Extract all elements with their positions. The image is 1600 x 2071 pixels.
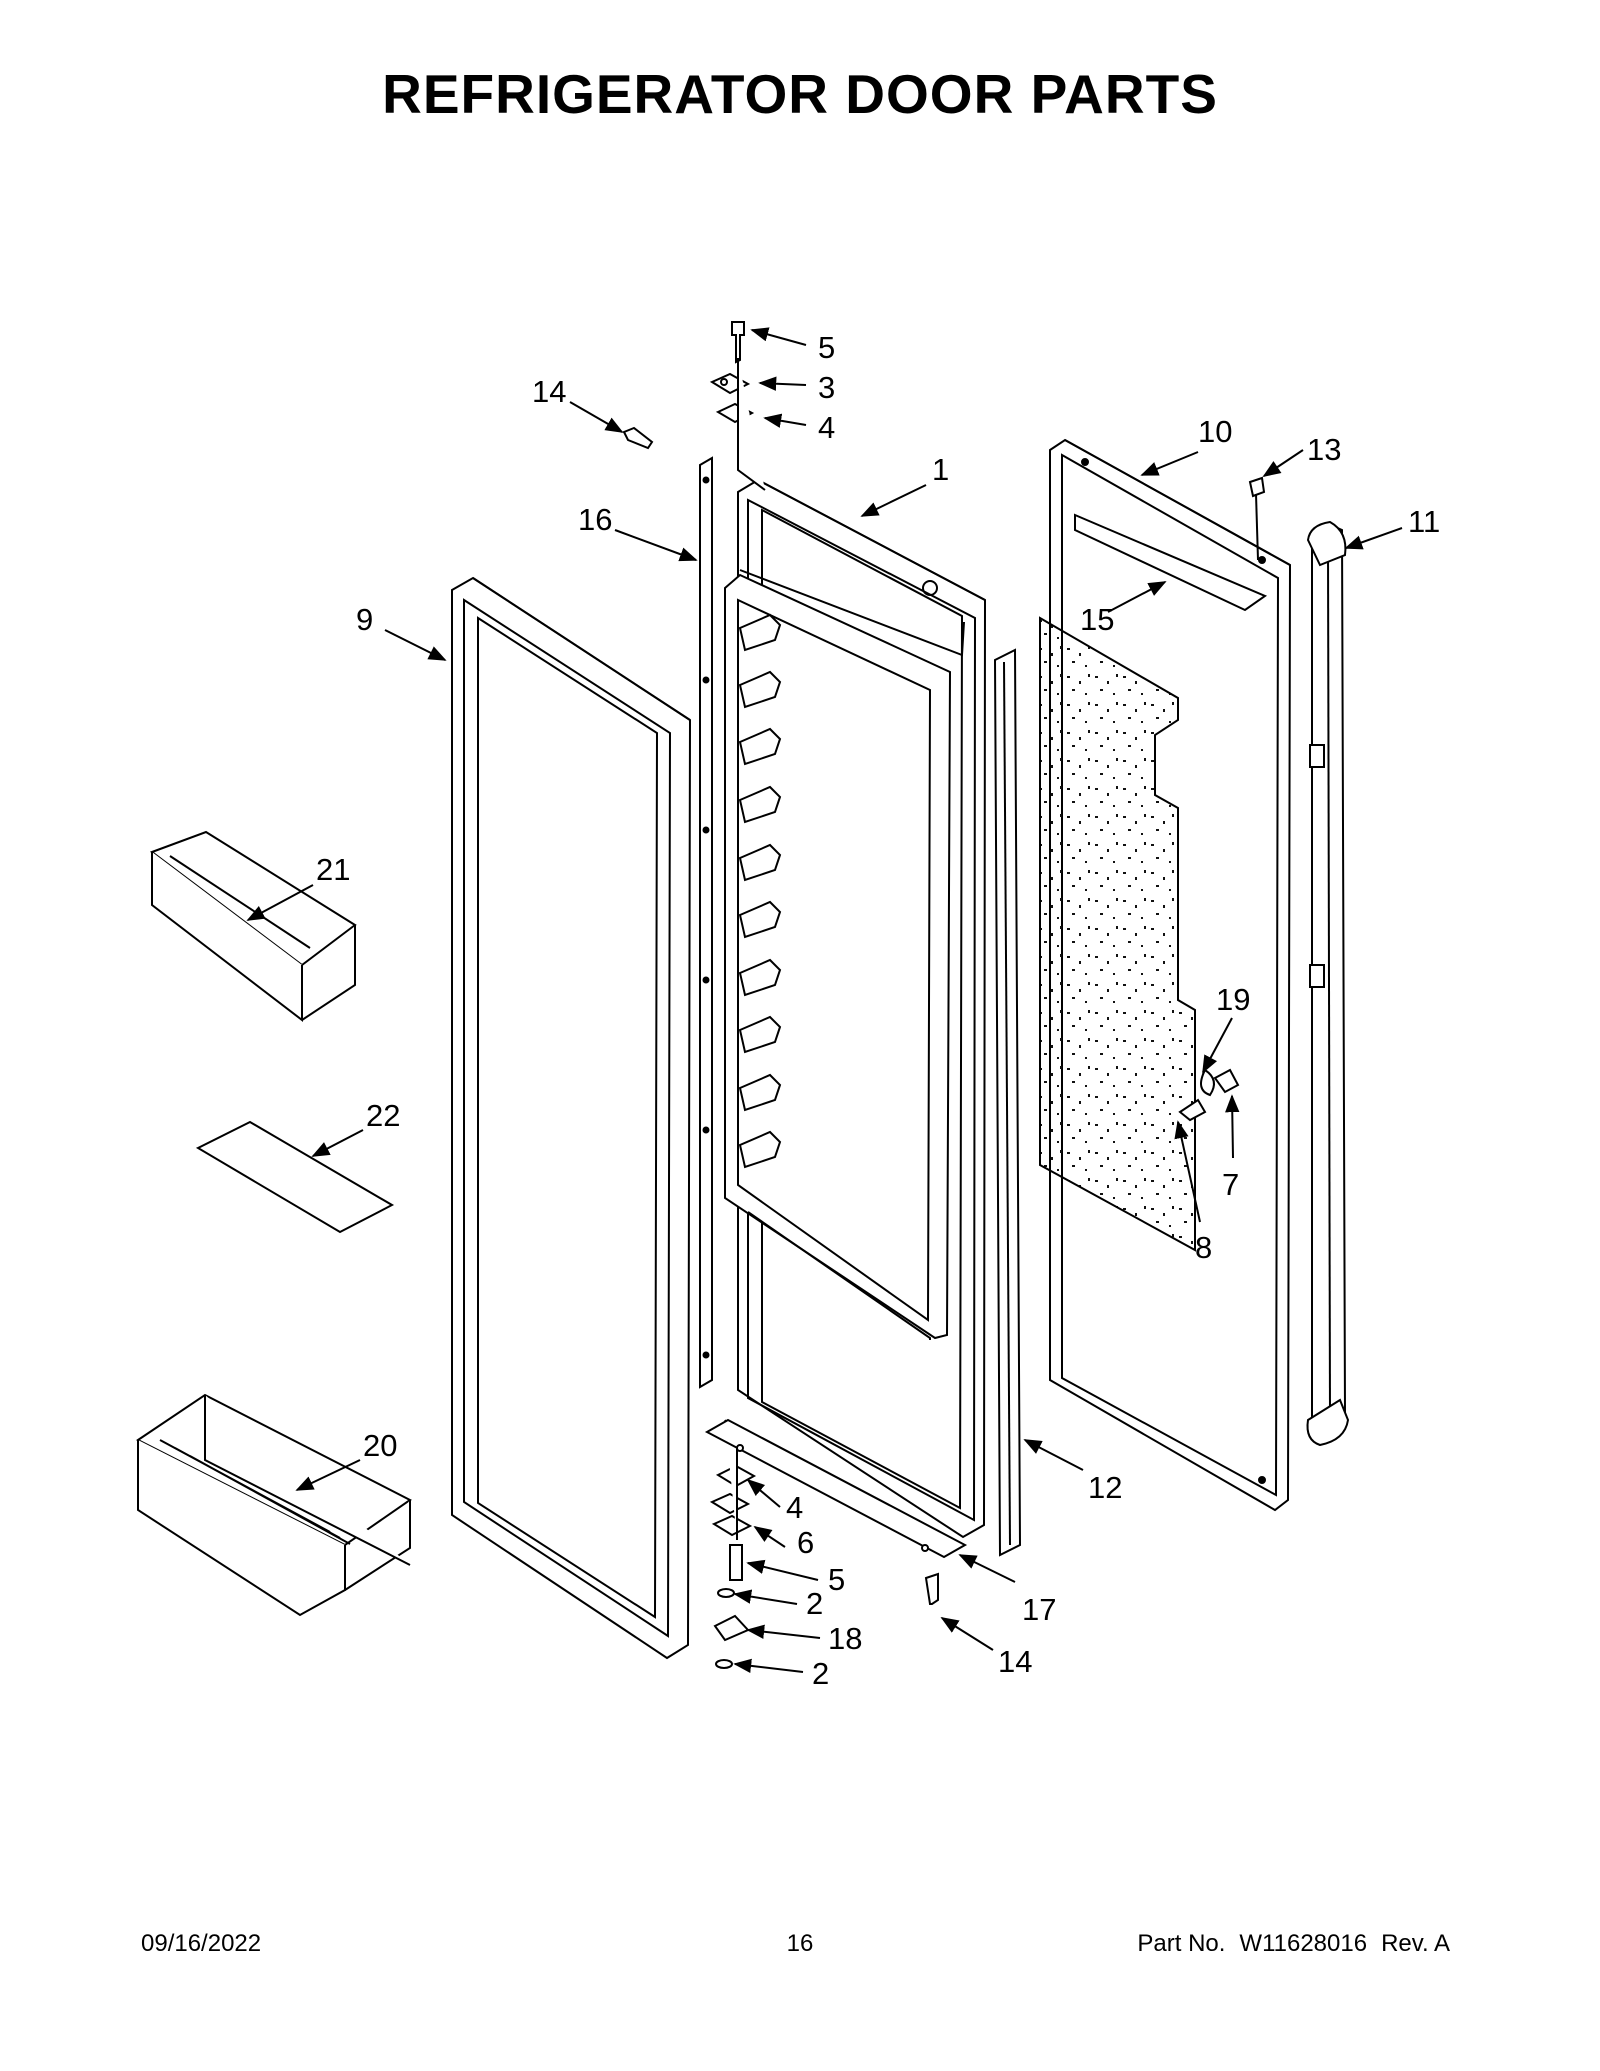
callout-19: 19 <box>1216 982 1250 1017</box>
callout-numbers: 5 3 4 14 1 10 13 11 16 9 15 21 19 22 7 8… <box>316 330 1440 1691</box>
callout-11: 11 <box>1408 504 1440 539</box>
hinge-strip <box>699 456 713 1389</box>
callout-20: 20 <box>363 1428 397 1463</box>
callout-5-top: 5 <box>818 330 835 365</box>
screws <box>622 426 1266 1605</box>
callout-14-bottom: 14 <box>998 1644 1032 1679</box>
callout-4-bottom: 4 <box>786 1490 803 1525</box>
liner-shelf-tabs <box>738 613 782 1169</box>
door-liner <box>724 478 987 1539</box>
top-hinge-hardware <box>709 321 766 491</box>
callout-14-top: 14 <box>532 374 566 409</box>
footer-part-number: Part No. W11628016 Rev. A <box>1137 1930 1450 1958</box>
callout-2-lower: 2 <box>812 1656 829 1691</box>
callout-16: 16 <box>578 502 612 537</box>
callout-15: 15 <box>1080 602 1114 637</box>
callout-21: 21 <box>316 852 350 887</box>
callout-2-upper: 2 <box>806 1586 823 1621</box>
callout-1: 1 <box>932 452 949 487</box>
bottom-plate <box>704 1418 968 1559</box>
leader-lines <box>246 327 1403 1674</box>
callout-13: 13 <box>1307 432 1341 467</box>
callout-18: 18 <box>828 1621 862 1656</box>
callout-22: 22 <box>366 1098 400 1133</box>
bottom-hinge-hardware <box>709 1419 757 1669</box>
door-handle <box>1306 520 1350 1447</box>
callout-3: 3 <box>818 370 835 405</box>
callout-7: 7 <box>1222 1167 1239 1202</box>
door-panel <box>451 576 692 1660</box>
part-no-value: W11628016 <box>1239 1930 1368 1957</box>
part-no-label: Part No. <box>1137 1930 1226 1957</box>
footer-date: 09/16/2022 <box>141 1930 262 1957</box>
callout-12: 12 <box>1088 1470 1122 1505</box>
label-sheet <box>195 1120 395 1234</box>
callout-6: 6 <box>797 1525 814 1560</box>
page-title: REFRIGERATOR DOOR PARTS <box>382 63 1218 125</box>
door-bin-small <box>149 830 357 1023</box>
callout-8: 8 <box>1195 1230 1212 1265</box>
callout-9: 9 <box>356 602 373 637</box>
callout-10: 10 <box>1198 414 1232 449</box>
insulation-pad <box>1039 616 1196 1252</box>
callout-5-bottom: 5 <box>828 1562 845 1597</box>
gasket-strip <box>993 648 1022 1557</box>
callout-4-top: 4 <box>818 410 835 445</box>
footer-page-number: 16 <box>786 1930 814 1957</box>
revision: Rev. A <box>1381 1930 1450 1957</box>
callout-17: 17 <box>1022 1592 1056 1627</box>
